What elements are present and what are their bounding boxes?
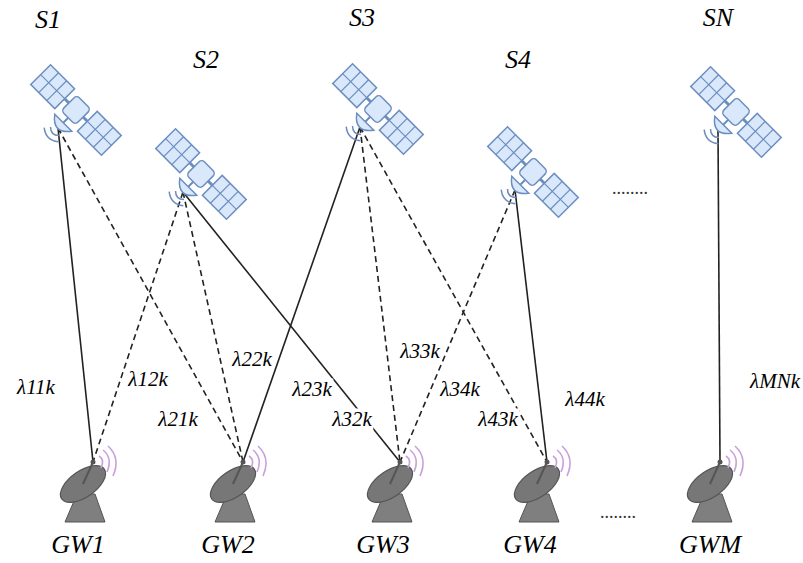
link-label: λ11k xyxy=(15,376,57,399)
solid-link xyxy=(183,192,400,462)
satellite-icon xyxy=(138,129,246,237)
node-icon xyxy=(151,124,251,224)
gateway-node: GW2 xyxy=(197,446,277,526)
signal-arcs xyxy=(249,446,266,476)
node-icon xyxy=(483,122,583,222)
node-icon xyxy=(686,62,786,162)
satellite-label: SN xyxy=(703,3,733,33)
link-label: λ43k xyxy=(476,408,519,431)
gateway-label: GW2 xyxy=(201,530,254,560)
signal-arcs xyxy=(726,446,743,476)
gateway-node: GW4 xyxy=(501,446,581,526)
solid-link xyxy=(515,190,547,462)
gateway-dish-icon xyxy=(54,446,116,522)
node-icon xyxy=(354,446,434,526)
solid-link xyxy=(58,128,93,462)
link-label: λ34k xyxy=(438,378,481,401)
satellite-node: S2 xyxy=(151,124,251,224)
satellite-icon xyxy=(315,64,423,172)
satellite-icon xyxy=(13,65,121,173)
gateway-node: GW3 xyxy=(354,446,434,526)
satellite-node: S1 xyxy=(26,60,126,160)
node-icon xyxy=(501,446,581,526)
satellite-label: S2 xyxy=(193,45,219,75)
link-label: λMNk xyxy=(748,370,802,393)
link-label: λ44k xyxy=(563,388,606,411)
satellite-node: S3 xyxy=(328,59,428,159)
gateway-dish-icon xyxy=(681,446,743,522)
signal-arcs xyxy=(553,446,570,476)
satellite-label: S1 xyxy=(35,5,61,35)
satellite-label: S3 xyxy=(349,3,375,33)
node-icon xyxy=(26,60,126,160)
dashed-link xyxy=(360,127,547,462)
signal-arcs xyxy=(406,446,423,476)
link-label: λ33k xyxy=(398,340,441,363)
gateway-label: GWM xyxy=(679,530,741,560)
node-icon xyxy=(328,59,428,159)
gateway-label: GW1 xyxy=(51,530,104,560)
gateway-node: GWM xyxy=(674,446,754,526)
gateway-label: GW4 xyxy=(503,530,556,560)
solid-link xyxy=(718,130,720,462)
signal-arcs xyxy=(99,446,116,476)
link-label: λ23k xyxy=(290,378,333,401)
link-label: λ22k xyxy=(230,348,273,371)
ellipsis-mark: ........ xyxy=(600,502,636,523)
satellite-node: SN xyxy=(686,62,786,162)
gateway-label: GW3 xyxy=(356,530,409,560)
satellite-icon xyxy=(470,127,578,235)
node-icon xyxy=(47,446,127,526)
node-icon xyxy=(197,446,277,526)
gateway-dish-icon xyxy=(508,446,570,522)
dashed-link xyxy=(58,128,243,462)
node-icon xyxy=(674,446,754,526)
ellipsis-mark: ........ xyxy=(612,178,648,199)
gateway-dish-icon xyxy=(204,446,266,522)
satellite-node: S4 xyxy=(483,122,583,222)
gateway-dish-icon xyxy=(361,446,423,522)
satellite-label: S4 xyxy=(505,45,531,75)
gateway-node: GW1 xyxy=(47,446,127,526)
satellite-icon xyxy=(673,67,781,175)
link-label: λ21k xyxy=(156,408,199,431)
link-label: λ12k xyxy=(126,368,169,391)
link-label: λ32k xyxy=(330,408,373,431)
